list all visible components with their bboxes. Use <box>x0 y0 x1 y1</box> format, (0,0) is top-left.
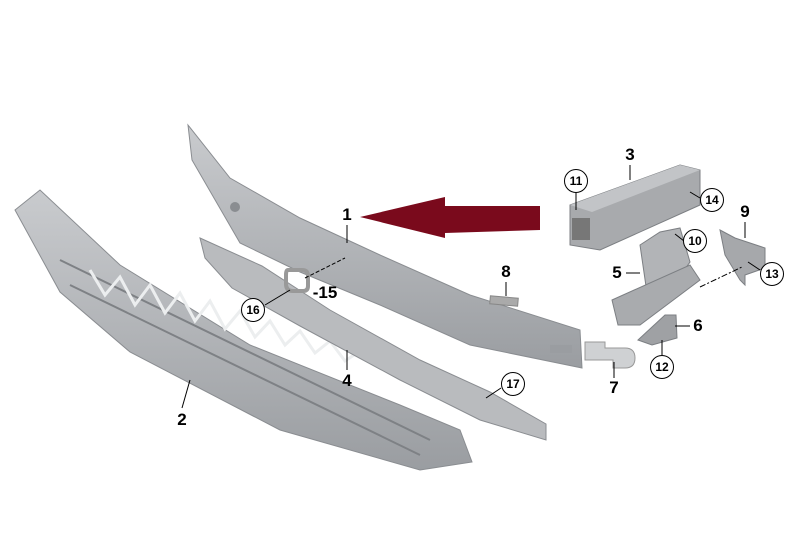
part-5-tube <box>611 264 701 326</box>
label-part-11: 11 <box>564 169 588 193</box>
label-part-13: 13 <box>760 262 784 286</box>
part-1-beam <box>187 123 583 369</box>
part-8-nut <box>489 295 519 307</box>
part-13-bracket <box>719 229 766 287</box>
label-part-5: 5 <box>612 263 622 282</box>
part-15-clip <box>284 268 310 293</box>
label-part-10: 10 <box>683 229 707 253</box>
leader-lines <box>181 165 761 409</box>
label-part-15: -15 <box>312 283 338 302</box>
label-part-3: 3 <box>625 145 635 164</box>
label-part-8: 8 <box>501 262 511 281</box>
label-part-16: 16 <box>241 298 265 322</box>
label-part-1: 1 <box>342 205 352 224</box>
part-2-absorber <box>14 189 473 471</box>
label-part-2: 2 <box>177 410 187 429</box>
label-part-17: 17 <box>501 372 525 396</box>
label-part-6: 6 <box>693 316 703 335</box>
direction-arrow <box>360 197 540 238</box>
label-part-12: 12 <box>650 355 674 379</box>
part-3-carrier <box>569 164 701 251</box>
part-7-clip <box>584 341 636 369</box>
label-part-7: 7 <box>609 378 619 397</box>
label-part-14: 14 <box>700 188 724 212</box>
label-part-9: 9 <box>740 202 750 221</box>
label-part-4: 4 <box>342 371 352 390</box>
